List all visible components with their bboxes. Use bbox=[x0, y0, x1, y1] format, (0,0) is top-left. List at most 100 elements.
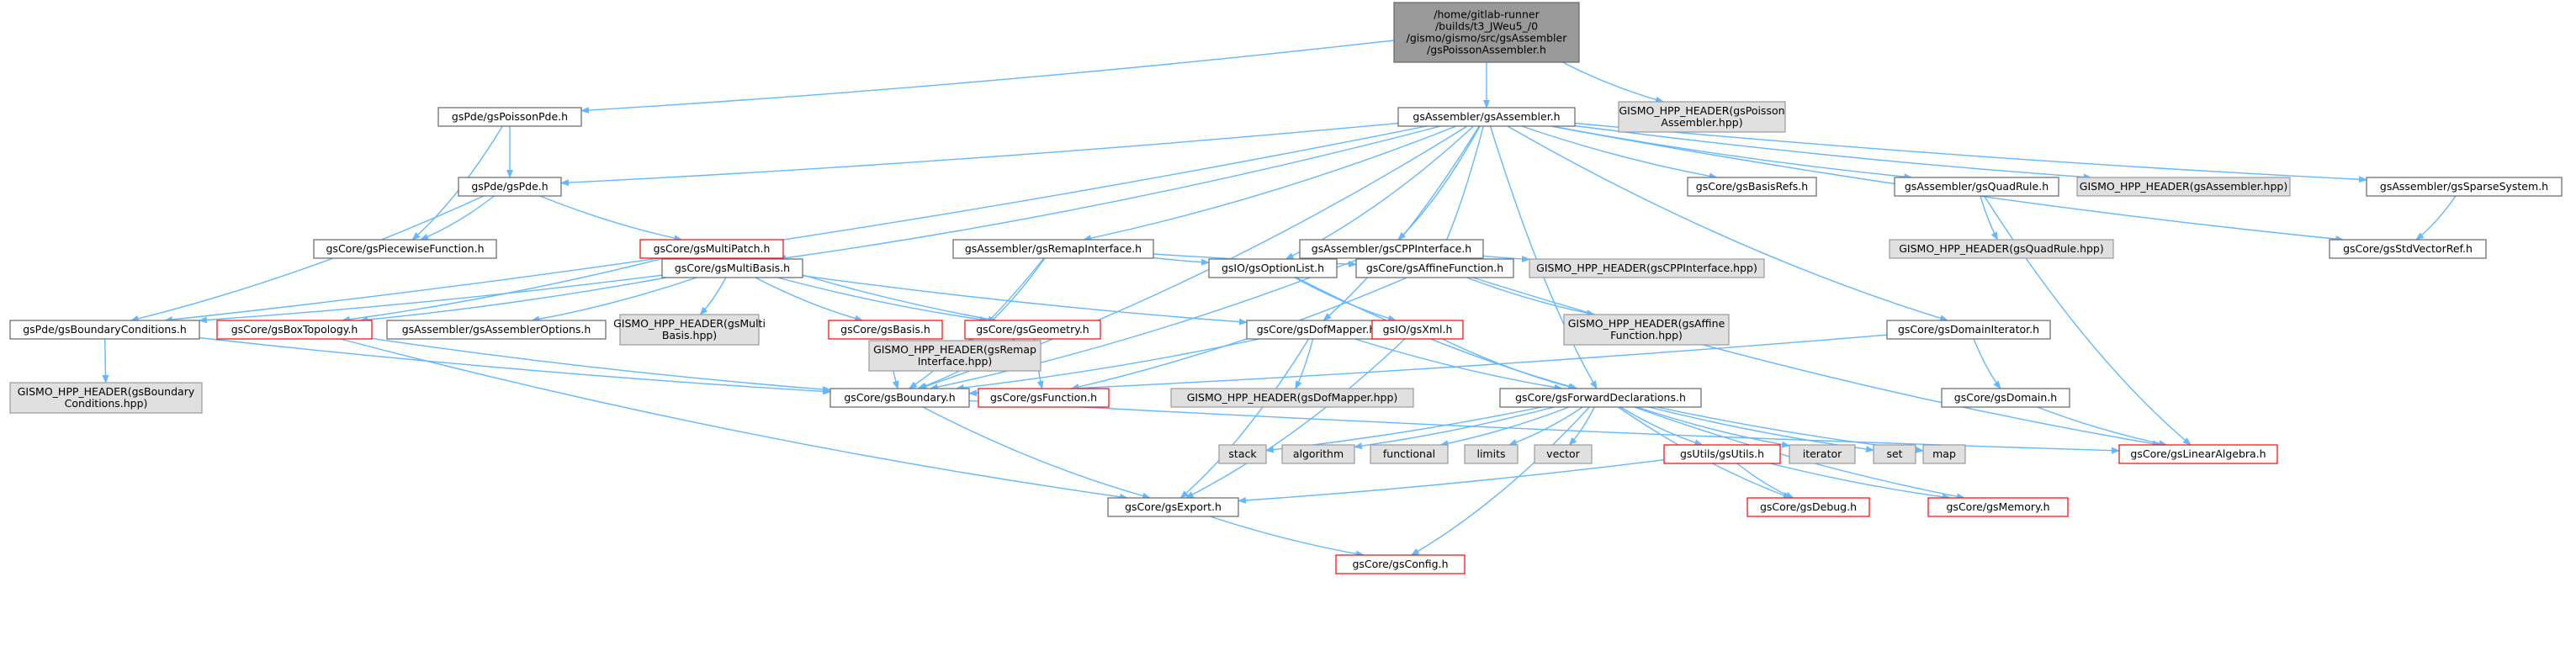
edge-multibasis-to-geometry bbox=[777, 277, 989, 323]
node-box-xml bbox=[1371, 320, 1464, 340]
node-set[interactable]: set bbox=[1873, 444, 1916, 464]
node-label-optionlist: gsIO/gsOptionList.h bbox=[1222, 262, 1324, 274]
node-box-iterator bbox=[1789, 444, 1856, 464]
node-vector[interactable]: vector bbox=[1534, 444, 1593, 464]
node-label-hpp_dofmapper: GISMO_HPP_HEADER(gsDofMapper.hpp) bbox=[1187, 391, 1398, 404]
node-label-map: map bbox=[1932, 447, 1956, 460]
node-label-hpp_boundarycond: Conditions.hpp) bbox=[65, 397, 148, 410]
node-hpp_dofmapper[interactable]: GISMO_HPP_HEADER(gsDofMapper.hpp) bbox=[1170, 388, 1414, 408]
node-functional[interactable]: functional bbox=[1370, 444, 1449, 464]
edge-forward-to-config bbox=[1410, 406, 1590, 556]
node-hpp_cpp[interactable]: GISMO_HPP_HEADER(gsCPPInterface.hpp) bbox=[1529, 258, 1765, 278]
node-label-hpp_assembler: GISMO_HPP_HEADER(gsAssembler.hpp) bbox=[2080, 180, 2287, 193]
node-box-map bbox=[1922, 444, 1966, 464]
edge-poissonpde-to-piecewise bbox=[411, 125, 503, 241]
node-hpp_boundarycond[interactable]: GISMO_HPP_HEADER(gsBoundaryConditions.hp… bbox=[9, 382, 203, 414]
node-forward[interactable]: gsCore/gsForwardDeclarations.h bbox=[1499, 388, 1702, 408]
node-hpp_multibasis[interactable]: GISMO_HPP_HEADER(gsMultiBasis.hpp) bbox=[613, 314, 766, 346]
node-hpp_poisson[interactable]: GISMO_HPP_HEADER(gsPoissonAssembler.hpp) bbox=[1618, 101, 1786, 133]
node-function[interactable]: gsCore/gsFunction.h bbox=[978, 388, 1110, 408]
node-stack[interactable]: stack bbox=[1218, 444, 1267, 464]
edge-dofmapper-to-forward bbox=[1354, 338, 1563, 391]
node-label-domainiterator: gsCore/gsDomainIterator.h bbox=[1898, 323, 2039, 336]
edge-domain-to-linearalgebra bbox=[2037, 406, 2168, 447]
node-hpp_remap[interactable]: GISMO_HPP_HEADER(gsRemapInterface.hpp) bbox=[868, 340, 1042, 372]
node-export[interactable]: gsCore/gsExport.h bbox=[1107, 497, 1239, 517]
edge-affine-to-function bbox=[1070, 277, 1407, 390]
node-box-hpp_cpp bbox=[1529, 258, 1765, 278]
edge-export-to-config bbox=[1209, 516, 1365, 558]
node-affine[interactable]: gsCore/gsAffineFunction.h bbox=[1355, 258, 1514, 278]
node-hpp_affine[interactable]: GISMO_HPP_HEADER(gsAffineFunction.hpp) bbox=[1563, 314, 1730, 346]
node-config[interactable]: gsCore/gsConfig.h bbox=[1335, 554, 1466, 574]
node-sparsesystem[interactable]: gsAssembler/gsSparseSystem.h bbox=[2366, 177, 2563, 197]
node-poissonpde[interactable]: gsPde/gsPoissonPde.h bbox=[437, 107, 582, 127]
node-box-stdvectorref bbox=[2329, 239, 2487, 259]
node-map[interactable]: map bbox=[1922, 444, 1966, 464]
node-memory[interactable]: gsCore/gsMemory.h bbox=[1927, 497, 2069, 517]
node-assembler[interactable]: gsAssembler/gsAssembler.h bbox=[1397, 107, 1576, 127]
node-boundarycond[interactable]: gsPde/gsBoundaryConditions.h bbox=[9, 320, 200, 340]
node-pde[interactable]: gsPde/gsPde.h bbox=[458, 177, 562, 197]
edge-multibasis-to-basis bbox=[755, 277, 864, 322]
node-stdvectorref[interactable]: gsCore/gsStdVectorRef.h bbox=[2329, 239, 2487, 259]
node-domainiterator[interactable]: gsCore/gsDomainIterator.h bbox=[1886, 320, 2051, 340]
edge-sparsesystem-to-stdvectorref bbox=[2415, 195, 2457, 241]
node-boundary[interactable]: gsCore/gsBoundary.h bbox=[830, 388, 970, 408]
node-xml[interactable]: gsIO/gsXml.h bbox=[1371, 320, 1464, 340]
nodes-layer: /home/gitlab-runner/builds/t3_JWeu5_/0/g… bbox=[9, 2, 2563, 574]
edge-domainiterator-to-boundary bbox=[968, 334, 1888, 397]
edge-assembler-to-multibasis bbox=[777, 125, 1441, 262]
node-label-dofmapper: gsCore/gsDofMapper.h bbox=[1257, 323, 1376, 336]
edge-boundary-to-linearalgebra bbox=[968, 399, 2120, 454]
node-label-boundarycond: gsPde/gsBoundaryConditions.h bbox=[23, 323, 187, 336]
node-dofmapper[interactable]: gsCore/gsDofMapper.h bbox=[1246, 320, 1386, 340]
edge-quadrule-to-linearalgebra bbox=[1984, 195, 2192, 446]
node-label-sparsesystem: gsAssembler/gsSparseSystem.h bbox=[2380, 180, 2548, 193]
edge-dofmapper-to-boundary bbox=[955, 338, 1260, 391]
node-cpp[interactable]: gsAssembler/gsCPPInterface.h bbox=[1299, 239, 1484, 259]
node-root[interactable]: /home/gitlab-runner/builds/t3_JWeu5_/0/g… bbox=[1393, 2, 1580, 63]
node-box-sparsesystem bbox=[2366, 177, 2563, 197]
node-basisrefs[interactable]: gsCore/gsBasisRefs.h bbox=[1687, 177, 1817, 197]
edge-forward-to-vector bbox=[1568, 406, 1595, 446]
edge-root-to-hpp_poisson bbox=[1562, 61, 1665, 103]
node-multipatch[interactable]: gsCore/gsMultiPatch.h bbox=[639, 239, 784, 259]
node-label-set: set bbox=[1886, 447, 1902, 460]
node-geometry[interactable]: gsCore/gsGeometry.h bbox=[964, 320, 1101, 340]
edge-pde-to-multipatch bbox=[539, 195, 683, 242]
node-utils[interactable]: gsUtils/gsUtils.h bbox=[1663, 444, 1781, 464]
node-piecewise[interactable]: gsCore/gsPiecewiseFunction.h bbox=[313, 239, 497, 259]
node-label-basisrefs: gsCore/gsBasisRefs.h bbox=[1696, 180, 1808, 193]
node-domain[interactable]: gsCore/gsDomain.h bbox=[1941, 388, 2070, 408]
node-label-assembler: gsAssembler/gsAssembler.h bbox=[1413, 110, 1560, 123]
node-remap[interactable]: gsAssembler/gsRemapInterface.h bbox=[952, 239, 1154, 259]
node-linearalgebra[interactable]: gsCore/gsLinearAlgebra.h bbox=[2118, 444, 2278, 464]
node-box-hpp_assembler bbox=[2076, 177, 2291, 197]
node-iterator[interactable]: iterator bbox=[1789, 444, 1856, 464]
node-debug[interactable]: gsCore/gsDebug.h bbox=[1746, 497, 1870, 517]
edge-forward-to-set bbox=[1648, 406, 1874, 452]
node-hpp_assembler[interactable]: GISMO_HPP_HEADER(gsAssembler.hpp) bbox=[2076, 177, 2291, 197]
node-quadrule[interactable]: gsAssembler/gsQuadRule.h bbox=[1894, 177, 2059, 197]
node-label-boxtopology: gsCore/gsBoxTopology.h bbox=[231, 323, 358, 336]
node-box-function bbox=[978, 388, 1110, 408]
node-boxtopology[interactable]: gsCore/gsBoxTopology.h bbox=[216, 320, 373, 340]
node-label-limits: limits bbox=[1476, 447, 1505, 460]
edge-multibasis-to-boundarycond bbox=[198, 274, 663, 324]
node-basis[interactable]: gsCore/gsBasis.h bbox=[828, 320, 943, 340]
node-label-iterator: iterator bbox=[1803, 447, 1842, 460]
node-algorithm[interactable]: algorithm bbox=[1281, 444, 1355, 464]
node-label-piecewise: gsCore/gsPiecewiseFunction.h bbox=[326, 242, 485, 255]
node-limits[interactable]: limits bbox=[1464, 444, 1519, 464]
node-hpp_quadrule[interactable]: GISMO_HPP_HEADER(gsQuadRule.hpp) bbox=[1889, 239, 2114, 259]
edge-assembler-to-sparsesystem bbox=[1574, 122, 2367, 183]
node-assembleroptions[interactable]: gsAssembler/gsAssemblerOptions.h bbox=[386, 320, 607, 340]
node-label-multibasis: gsCore/gsMultiBasis.h bbox=[675, 262, 790, 274]
node-box-functional bbox=[1370, 444, 1449, 464]
node-label-hpp_multibasis: GISMO_HPP_HEADER(gsMulti bbox=[613, 317, 766, 330]
edge-pde-to-boundarycond bbox=[130, 195, 485, 322]
edge-assembler-to-boundarycond bbox=[163, 125, 1427, 324]
node-multibasis[interactable]: gsCore/gsMultiBasis.h bbox=[661, 258, 803, 278]
node-optionlist[interactable]: gsIO/gsOptionList.h bbox=[1208, 258, 1338, 278]
